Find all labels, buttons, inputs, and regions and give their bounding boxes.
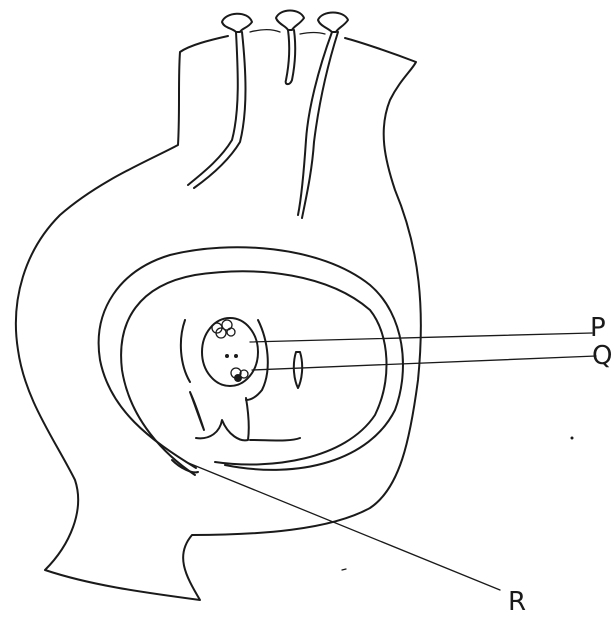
egg-cell <box>234 374 242 382</box>
stigma-left <box>222 14 252 32</box>
pointer-line-R <box>186 462 500 590</box>
pollen-tube-right <box>298 32 338 218</box>
stray-dash <box>342 569 346 570</box>
label-P: P <box>590 313 606 343</box>
small-appendage <box>294 352 302 388</box>
pollen-tube-middle <box>286 30 296 84</box>
polar-nucleus-2 <box>234 354 238 358</box>
stigma-middle <box>276 11 304 31</box>
funiculus <box>196 398 300 441</box>
antipodal-cell-4 <box>227 328 235 336</box>
ovary-outer-wall <box>16 36 421 600</box>
label-Q: Q <box>592 341 612 371</box>
pollen-tube-left <box>188 32 246 188</box>
stigma-right <box>318 13 348 33</box>
integument-arm-left <box>190 392 204 430</box>
ovary-chamber-outer <box>99 247 403 470</box>
stray-dot-1 <box>571 437 574 440</box>
label-R: R <box>508 587 526 617</box>
outer-integument-left <box>181 320 190 382</box>
polar-nucleus-1 <box>225 354 229 358</box>
pointer-line-Q <box>252 356 596 370</box>
